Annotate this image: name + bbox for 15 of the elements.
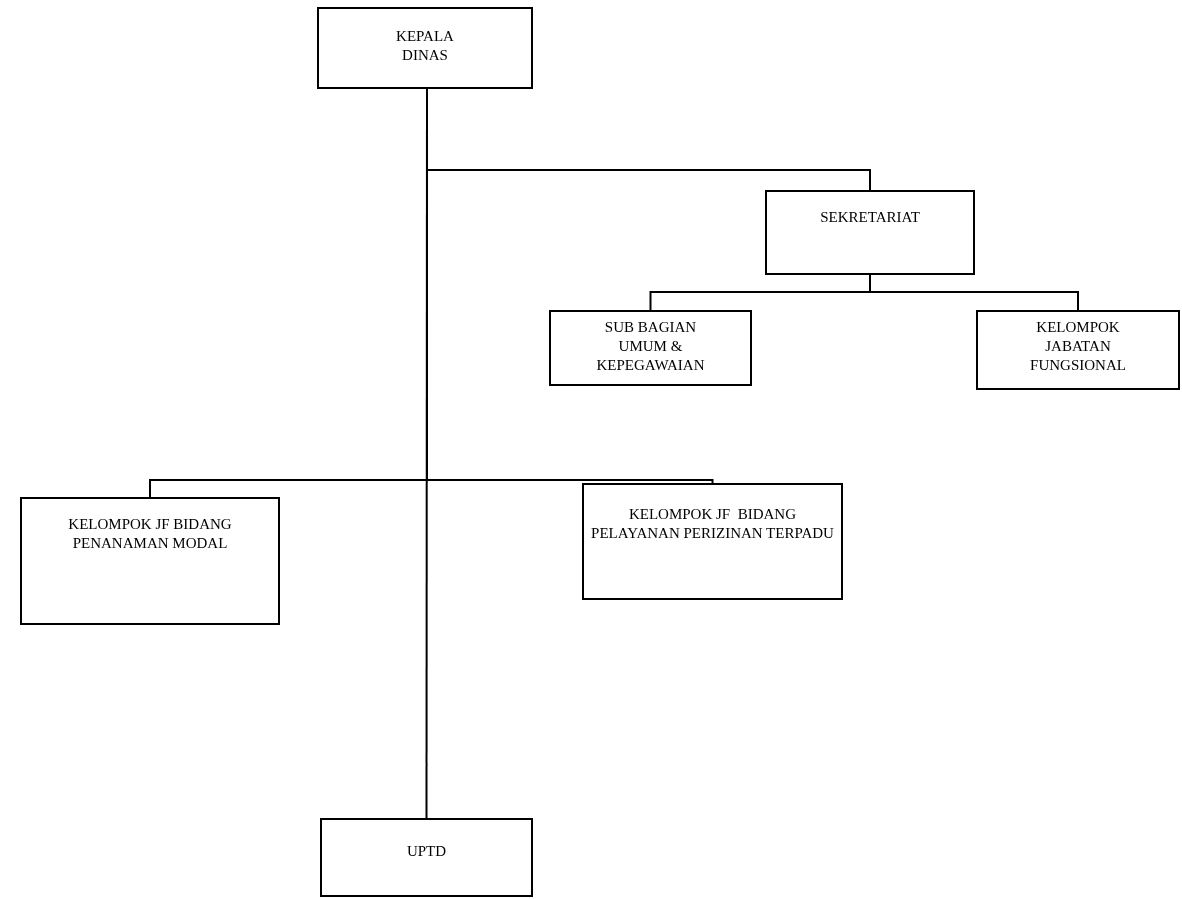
unit-name: UPTD bbox=[406, 842, 447, 861]
connector-line bbox=[869, 274, 1079, 311]
org-box bbox=[20, 497, 280, 625]
org-box bbox=[582, 483, 843, 600]
org-box bbox=[765, 190, 975, 275]
unit-name: SEKRETARIAT bbox=[820, 208, 920, 227]
org-box bbox=[549, 310, 752, 386]
unit-name: SUB BAGIAN UMUM & KEPEGAWAIAN bbox=[595, 318, 706, 375]
unit-name: KEPALA DINAS bbox=[395, 27, 455, 65]
org-box bbox=[976, 310, 1180, 390]
unit-name: KELOMPOK JF BIDANG PELAYANAN PERIZINAN TERPADU bbox=[590, 505, 835, 543]
org-box bbox=[317, 7, 533, 89]
unit-name: KELOMPOK JF BIDANG PENANAMAN MODAL bbox=[67, 515, 233, 553]
unit-name: KELOMPOK JABATAN FUNGSIONAL bbox=[1029, 318, 1127, 375]
org-box bbox=[320, 818, 533, 897]
